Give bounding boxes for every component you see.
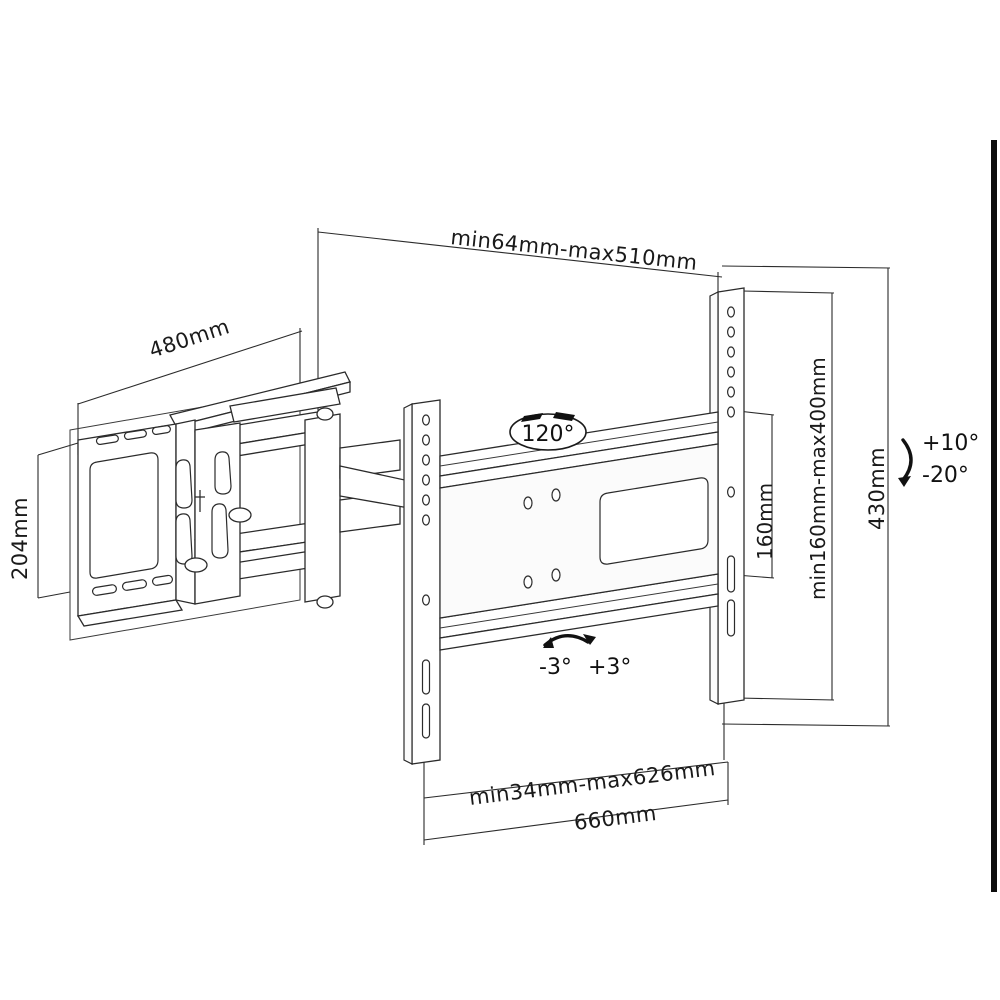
- label-swivel-angle: 120°: [522, 422, 575, 447]
- bolt-column-bottom: [316, 595, 334, 609]
- screw-cross-icon: [195, 490, 205, 512]
- bracket-center-holes: [523, 488, 561, 589]
- arm-column-mid: [304, 413, 341, 603]
- wall-plate-right-post: [175, 419, 196, 605]
- knuckle-teardrop-3: [214, 451, 232, 495]
- ext-line-204-top: [37, 442, 79, 456]
- pivot-bolt-lower: [184, 557, 208, 573]
- crossbar-upper-crease: [439, 421, 719, 467]
- dim-line-top-extension: [317, 231, 723, 278]
- crossbar-lower-face: [439, 593, 719, 651]
- ext-line-vesa-top: [741, 290, 835, 294]
- ext-line-vesa-bottom: [737, 697, 835, 701]
- label-overall-width: 660mm: [573, 801, 658, 835]
- angle-labels: 120° -3° +3° +10° -20°: [522, 422, 980, 680]
- wall-plate-center-cutout: [89, 452, 159, 579]
- tilt-arc-arrow-icon: [898, 438, 913, 487]
- ext-line-430-bottom: [721, 723, 891, 727]
- bolt-column-top: [316, 407, 334, 421]
- label-overall-height: 430mm: [865, 447, 889, 530]
- knuckle-teardrop-1: [175, 459, 193, 509]
- label-tilt-up: +10°: [922, 431, 979, 456]
- knuckle-teardrop-2: [175, 513, 193, 565]
- pivot-bolt-mid: [228, 507, 252, 523]
- label-roll-negative: -3°: [539, 655, 572, 680]
- ext-line-204-bottom: [37, 591, 71, 599]
- right-edge-bar: [991, 140, 997, 892]
- label-bottom-extension: min34mm-max626mm: [468, 756, 717, 810]
- swivel-arrows-icon: [509, 412, 587, 451]
- label-plate-depth: 480mm: [146, 314, 232, 362]
- label-tilt-down: -20°: [922, 463, 969, 488]
- label-top-extension: min64mm-max510mm: [449, 225, 698, 275]
- vertical-rail-right-holes: [726, 306, 736, 637]
- dim-line-depth-480: [77, 330, 303, 405]
- bracket-center-cutout: [599, 477, 709, 565]
- label-vesa-height-range: min160mm-max400mm: [806, 357, 830, 600]
- dim-line-bottom-extension: [423, 761, 729, 799]
- roll-arc-arrow-icon: [543, 634, 596, 648]
- wall-plate-bottom-lip: [76, 599, 184, 627]
- knuckle-teardrop-4: [211, 503, 229, 559]
- dim-line-overall-width: [423, 799, 729, 841]
- wall-plate-top-slots: [95, 425, 171, 446]
- ext-line-430-top: [721, 265, 891, 269]
- angle-annotations: [509, 412, 913, 648]
- label-roll-positive: +3°: [588, 655, 631, 680]
- crossbar-lower-crease: [439, 583, 719, 629]
- label-vesa-height-fixed: 160mm: [753, 483, 777, 560]
- tv-bracket-assembly: [403, 287, 745, 765]
- label-plate-height: 204mm: [8, 497, 32, 580]
- upper-arm-link-2: [229, 387, 341, 423]
- vertical-rail-left-holes: [421, 414, 431, 739]
- wall-plate-bottom-slots: [91, 574, 174, 596]
- vertical-rail-left-edge: [403, 403, 413, 765]
